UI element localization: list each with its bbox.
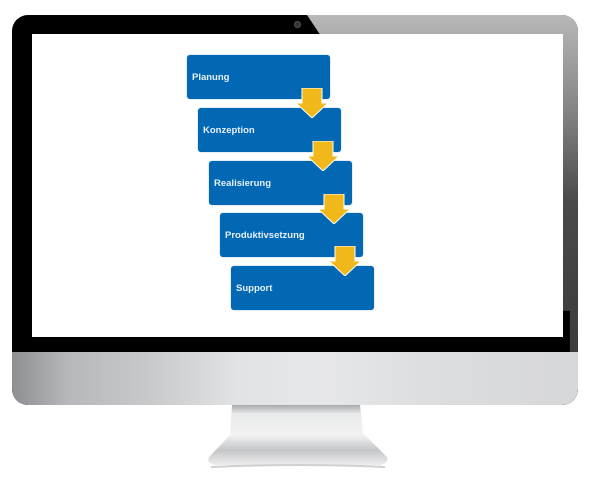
monitor-stand (208, 405, 388, 468)
monitor: Planung Konzeption Realisierung Produkti… (12, 15, 578, 405)
camera-icon (294, 21, 301, 28)
step-label: Konzeption (203, 124, 255, 136)
step-label: Realisierung (214, 177, 272, 189)
step-label: Planung (192, 71, 230, 83)
step-label: Produktivsetzung (225, 229, 305, 241)
monitor-chin (12, 352, 578, 405)
arrow-down-icon (307, 141, 339, 171)
arrow-down-icon (329, 246, 361, 276)
screen: Planung Konzeption Realisierung Produkti… (32, 34, 563, 337)
step-label: Support (236, 282, 273, 294)
step-support: Support (231, 266, 374, 310)
arrow-down-icon (318, 194, 350, 224)
arrow-down-icon (296, 88, 328, 118)
